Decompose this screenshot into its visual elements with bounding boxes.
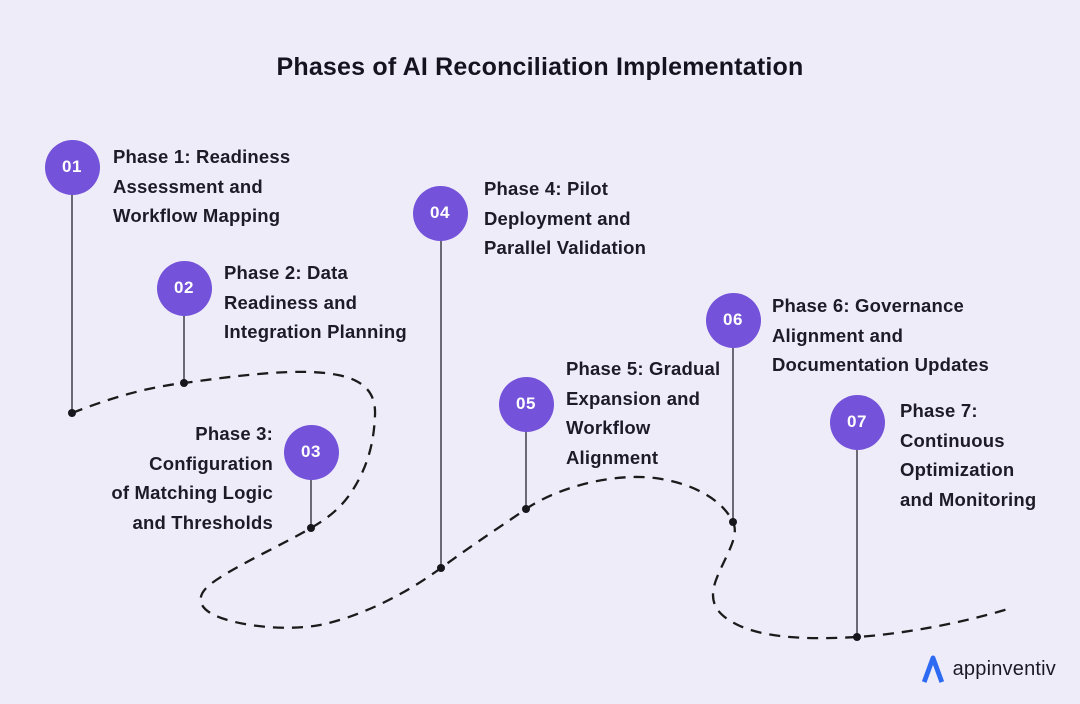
phase-4-node: 04	[412, 185, 468, 241]
label-line: Optimization	[900, 459, 1015, 480]
label-line: Phase 2: Data	[224, 262, 348, 283]
label-line: Deployment and	[484, 207, 631, 229]
phase-2-label: Phase 2: Data Readiness and Integration …	[224, 258, 407, 347]
label-line: Phase 1: Readiness	[113, 146, 291, 167]
phase-6-dot	[729, 518, 737, 526]
phase-7-label: Phase 7: Continuous Optimization and Mon…	[900, 396, 1036, 514]
label-line: Phase 7:	[900, 400, 978, 421]
label-line: Parallel Validation	[484, 237, 647, 258]
phase-7-node: 07	[829, 394, 885, 450]
phase-3-dot	[307, 524, 315, 532]
phase-2-number: 02	[174, 278, 194, 297]
phase-3-label: Phase 3: Configuration of Matching Logic…	[111, 419, 273, 537]
phase-4-number: 04	[430, 203, 450, 222]
phase-3-number: 03	[301, 442, 321, 461]
label-line: Readiness and	[224, 291, 358, 313]
phase-2-node: 02	[156, 260, 212, 316]
phase-1-number: 01	[62, 157, 82, 176]
phase-3-node: 03	[283, 424, 339, 480]
phase-7-number: 07	[847, 412, 867, 431]
label-line: Workflow	[566, 417, 651, 438]
label-line: Documentation Updates	[772, 354, 989, 375]
label-line: Phase 6: Governance	[772, 295, 964, 316]
phase-4-label: Phase 4: Pilot Deployment and Parallel V…	[484, 174, 646, 263]
label-line: Alignment and	[772, 324, 904, 346]
diagram-title: Phases of AI Reconciliation Implementati…	[276, 53, 804, 81]
label-line: of Matching Logic	[111, 482, 273, 503]
label-line: Phase 5: Gradual	[566, 358, 721, 379]
label-line: Integration Planning	[224, 321, 407, 342]
phase-6-node: 06	[705, 292, 761, 348]
label-line: Continuous	[900, 429, 1005, 451]
phase-5-node: 05	[498, 376, 554, 432]
phase-2-dot	[180, 379, 188, 387]
appinventiv-logo: appinventiv	[920, 654, 1056, 685]
label-line: Workflow Mapping	[113, 205, 281, 226]
phase-4-dot	[437, 564, 445, 572]
label-line: Phase 3:	[195, 423, 273, 444]
phase-5-number: 05	[516, 394, 536, 413]
label-line: and Monitoring	[900, 488, 1037, 510]
phase-1-dot	[68, 409, 76, 417]
appinventiv-logo-icon	[921, 655, 944, 683]
phase-1-node: 01	[44, 139, 100, 195]
label-line: Configuration	[149, 452, 273, 474]
phase-6-label: Phase 6: Governance Alignment and Docume…	[772, 291, 989, 380]
phase-5-label: Phase 5: Gradual Expansion and Workflow …	[566, 354, 720, 472]
label-line: Alignment	[566, 446, 659, 468]
label-line: Phase 4: Pilot	[484, 178, 609, 199]
phase-6-number: 06	[723, 310, 743, 329]
label-line: Expansion and	[566, 387, 701, 409]
appinventiv-logo-text: appinventiv	[952, 658, 1056, 680]
label-line: and Thresholds	[132, 511, 273, 533]
phase-7-dot	[853, 633, 861, 641]
label-line: Assessment and	[113, 175, 263, 197]
phase-1-label: Phase 1: Readiness Assessment and Workfl…	[113, 142, 290, 231]
phase-5-dot	[522, 505, 530, 513]
